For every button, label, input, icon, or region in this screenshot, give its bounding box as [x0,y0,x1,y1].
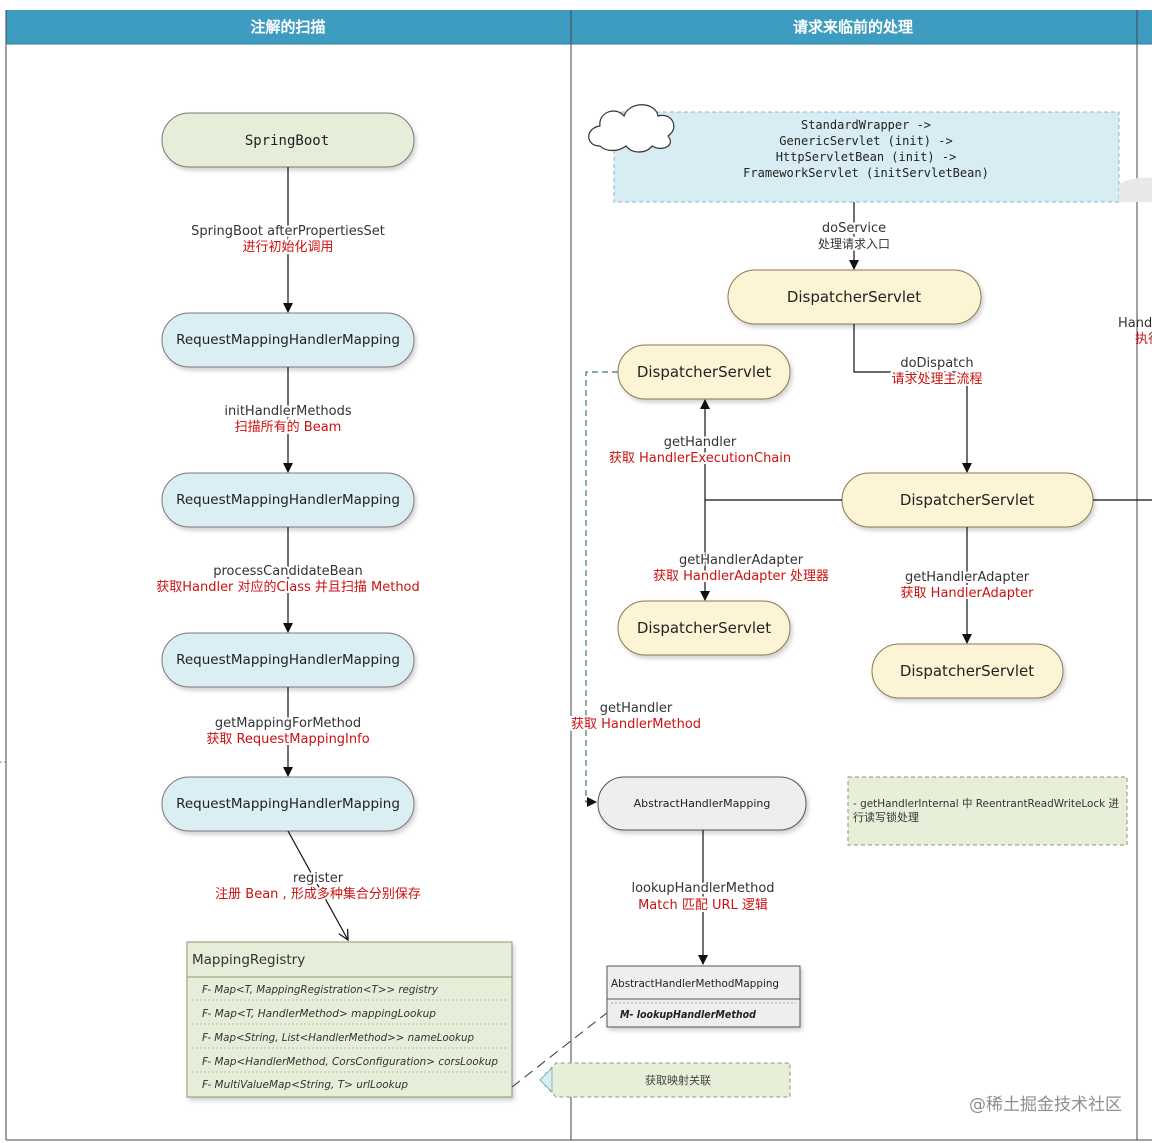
init-chain-note: StandardWrapper -> GenericServlet (init)… [613,111,1152,203]
rmhm-node-1-label: RequestMappingHandlerMapping [176,332,400,348]
dispatcher-servlet-main[interactable]: DispatcherServlet [727,269,982,325]
rmhm-node-1[interactable]: RequestMappingHandlerMapping [161,312,415,368]
edge-label-gethandler: getHandler [664,435,737,450]
init-chain-line-3: HttpServletBean (init) -> [776,150,957,164]
rmhm-node-2[interactable]: RequestMappingHandlerMapping [161,472,415,528]
init-chain-line-1: StandardWrapper -> [801,118,931,132]
rmhm-node-3[interactable]: RequestMappingHandlerMapping [161,632,415,688]
edge-note-register: 注册 Bean , 形成多种集合分别保存 [215,886,421,902]
mapping-relation-note: 获取映射关联 [539,1062,791,1098]
lock-note: - getHandlerInternal 中 ReentrantReadWrit… [847,776,1128,846]
cut-edge-note: 执行 [1135,332,1152,347]
edge-label-gethandler-method: getHandler [600,701,673,716]
edge-label-inithandlermethods: initHandlerMethods [224,404,352,419]
right-lane: StandardWrapper -> GenericServlet (init)… [569,104,1152,1028]
left-lane: SpringBoot SpringBoot afterPropertiesSet… [154,112,513,1098]
dispatcher-servlet-main-label: DispatcherServlet [787,288,921,306]
abstract-handler-mapping-label: AbstractHandlerMapping [634,797,771,810]
dispatcher-servlet-adapter-left-label: DispatcherServlet [637,619,771,637]
edge-label-gethandleradapter-left: getHandlerAdapter [679,553,804,568]
edge-label-dodispatch: doDispatch [900,356,973,371]
lane-title-request: 请求来临前的处理 [793,18,913,36]
edge-label-gethandleradapter-right: getHandlerAdapter [905,570,1030,585]
edge-note-scan-method: 获取Handler 对应的Class 并且扫描 Method [156,579,420,595]
edge-note-gethandler: 获取 HandlerExecutionChain [609,451,791,466]
init-chain-line-4: FrameworkServlet (initServletBean) [743,166,989,180]
edge-label-doservice: doService [822,221,886,236]
lock-note-line-2: 行读写锁处理 [853,810,919,824]
lock-note-line-1: - getHandlerInternal 中 ReentrantReadWrit… [853,797,1119,810]
edge-label-lookuphandlermethod: lookupHandlerMethod [631,881,774,896]
edge-note-init-call: 进行初始化调用 [242,240,333,255]
rmhm-node-4[interactable]: RequestMappingHandlerMapping [161,776,415,832]
rmhm-node-4-label: RequestMappingHandlerMapping [176,796,400,812]
cloud-icon [588,104,675,153]
edge-note-dodispatch: 请求处理主流程 [891,372,982,387]
edge-note-gethandleradapter-right: 获取 HandlerAdapter [901,586,1035,601]
rmhm-node-3-label: RequestMappingHandlerMapping [176,652,400,668]
rmhm-node-2-label: RequestMappingHandlerMapping [176,492,400,508]
edge-note-lookuphandlermethod: Match 匹配 URL 逻辑 [638,898,768,913]
mapping-relation-note-text: 获取映射关联 [645,1073,711,1087]
edge-note-doservice: 处理请求入口 [818,237,890,251]
edge-label-register: register [293,871,344,886]
dispatcher-servlet-adapter-right-label: DispatcherServlet [900,662,1034,680]
registry-field-namelookup: F- Map<String, List<HandlerMethod>> name… [202,1031,474,1044]
dispatcher-servlet-handler[interactable]: DispatcherServlet [617,344,791,400]
edge-note-requestmappinginfo: 获取 RequestMappingInfo [206,732,369,747]
registry-field-mappinglookup: F- Map<T, HandlerMethod> mappingLookup [202,1007,436,1020]
dispatcher-servlet-adapter-right[interactable]: DispatcherServlet [871,643,1064,699]
cut-edge-label: Hand [1118,316,1152,331]
abstract-handler-method-mapping-title: AbstractHandlerMethodMapping [611,977,779,990]
edge-note-gethandleradapter-left: 获取 HandlerAdapter 处理器 [653,569,829,584]
mapping-registry-title: MappingRegistry [192,952,305,968]
dispatcher-servlet-handler-label: DispatcherServlet [637,363,771,381]
registry-field-corslookup: F- Map<HandlerMethod, CorsConfiguration>… [202,1055,498,1068]
edge-note-scan-beans: 扫描所有的 Beam [235,419,342,435]
edge-label-afterpropertiesset: SpringBoot afterPropertiesSet [191,224,385,239]
swimlane-frame [0,10,1152,1141]
watermark: @稀土掘金技术社区 [969,1095,1122,1115]
dispatcher-servlet-center-label: DispatcherServlet [900,491,1034,509]
lane-title-scan: 注解的扫描 [250,18,325,36]
mapping-registry-class[interactable]: MappingRegistry F- Map<T, MappingRegistr… [186,941,513,1098]
lookup-handler-method-member: M- lookupHandlerMethod [620,1008,756,1021]
registry-field-registry: F- Map<T, MappingRegistration<T>> regist… [202,983,438,996]
init-chain-line-2: GenericServlet (init) -> [779,134,952,148]
registry-field-urllookup: F- MultiValueMap<String, T> urlLookup [202,1078,408,1091]
dispatcher-servlet-adapter-left[interactable]: DispatcherServlet [617,600,791,656]
springboot-node-label: SpringBoot [245,133,329,149]
edge-note-gethandler-method: 获取 HandlerMethod [571,717,701,732]
edge-label-processcandidatebean: processCandidateBean [213,564,363,579]
abstract-handler-method-mapping-class[interactable]: AbstractHandlerMethodMapping M- lookupHa… [606,965,801,1028]
abstract-handler-mapping-node[interactable]: AbstractHandlerMapping [597,776,807,831]
edge-label-getmappingformethod: getMappingForMethod [215,716,361,731]
dispatcher-servlet-center[interactable]: DispatcherServlet [841,472,1094,528]
springboot-node[interactable]: SpringBoot [161,112,415,168]
